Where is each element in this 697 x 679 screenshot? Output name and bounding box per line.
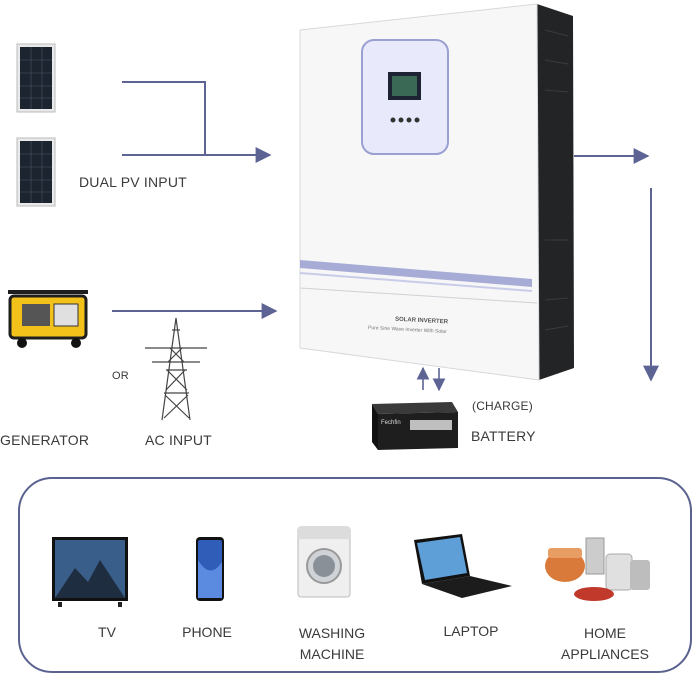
battery-label: BATTERY (471, 428, 536, 444)
appliance-label-line: HOME (584, 625, 626, 641)
appliance-label-line: MACHINE (299, 646, 365, 662)
appliance-label-home-appliances: HOME APPLIANCES (561, 623, 649, 665)
appliance-label-phone: PHONE (182, 624, 232, 640)
battery-brand: Fechfin (381, 420, 401, 426)
appliance-label-line: WASHING (298, 625, 366, 641)
dual-pv-input-label: DUAL PV INPUT (79, 174, 187, 190)
charge-label: (CHARGE) (472, 399, 533, 413)
ac-input-label: AC INPUT (145, 432, 212, 448)
appliance-label-laptop: LAPTOP (443, 623, 499, 639)
appliance-label-washing-machine: WASHING MACHINE (299, 623, 365, 665)
pv-line (122, 81, 206, 155)
appliance-label-line: APPLIANCES (561, 646, 649, 662)
appliances-panel (18, 477, 692, 673)
appliance-label-tv: TV (98, 624, 116, 640)
or-label: OR (112, 370, 129, 382)
generator-label: GENERATOR (0, 432, 90, 448)
